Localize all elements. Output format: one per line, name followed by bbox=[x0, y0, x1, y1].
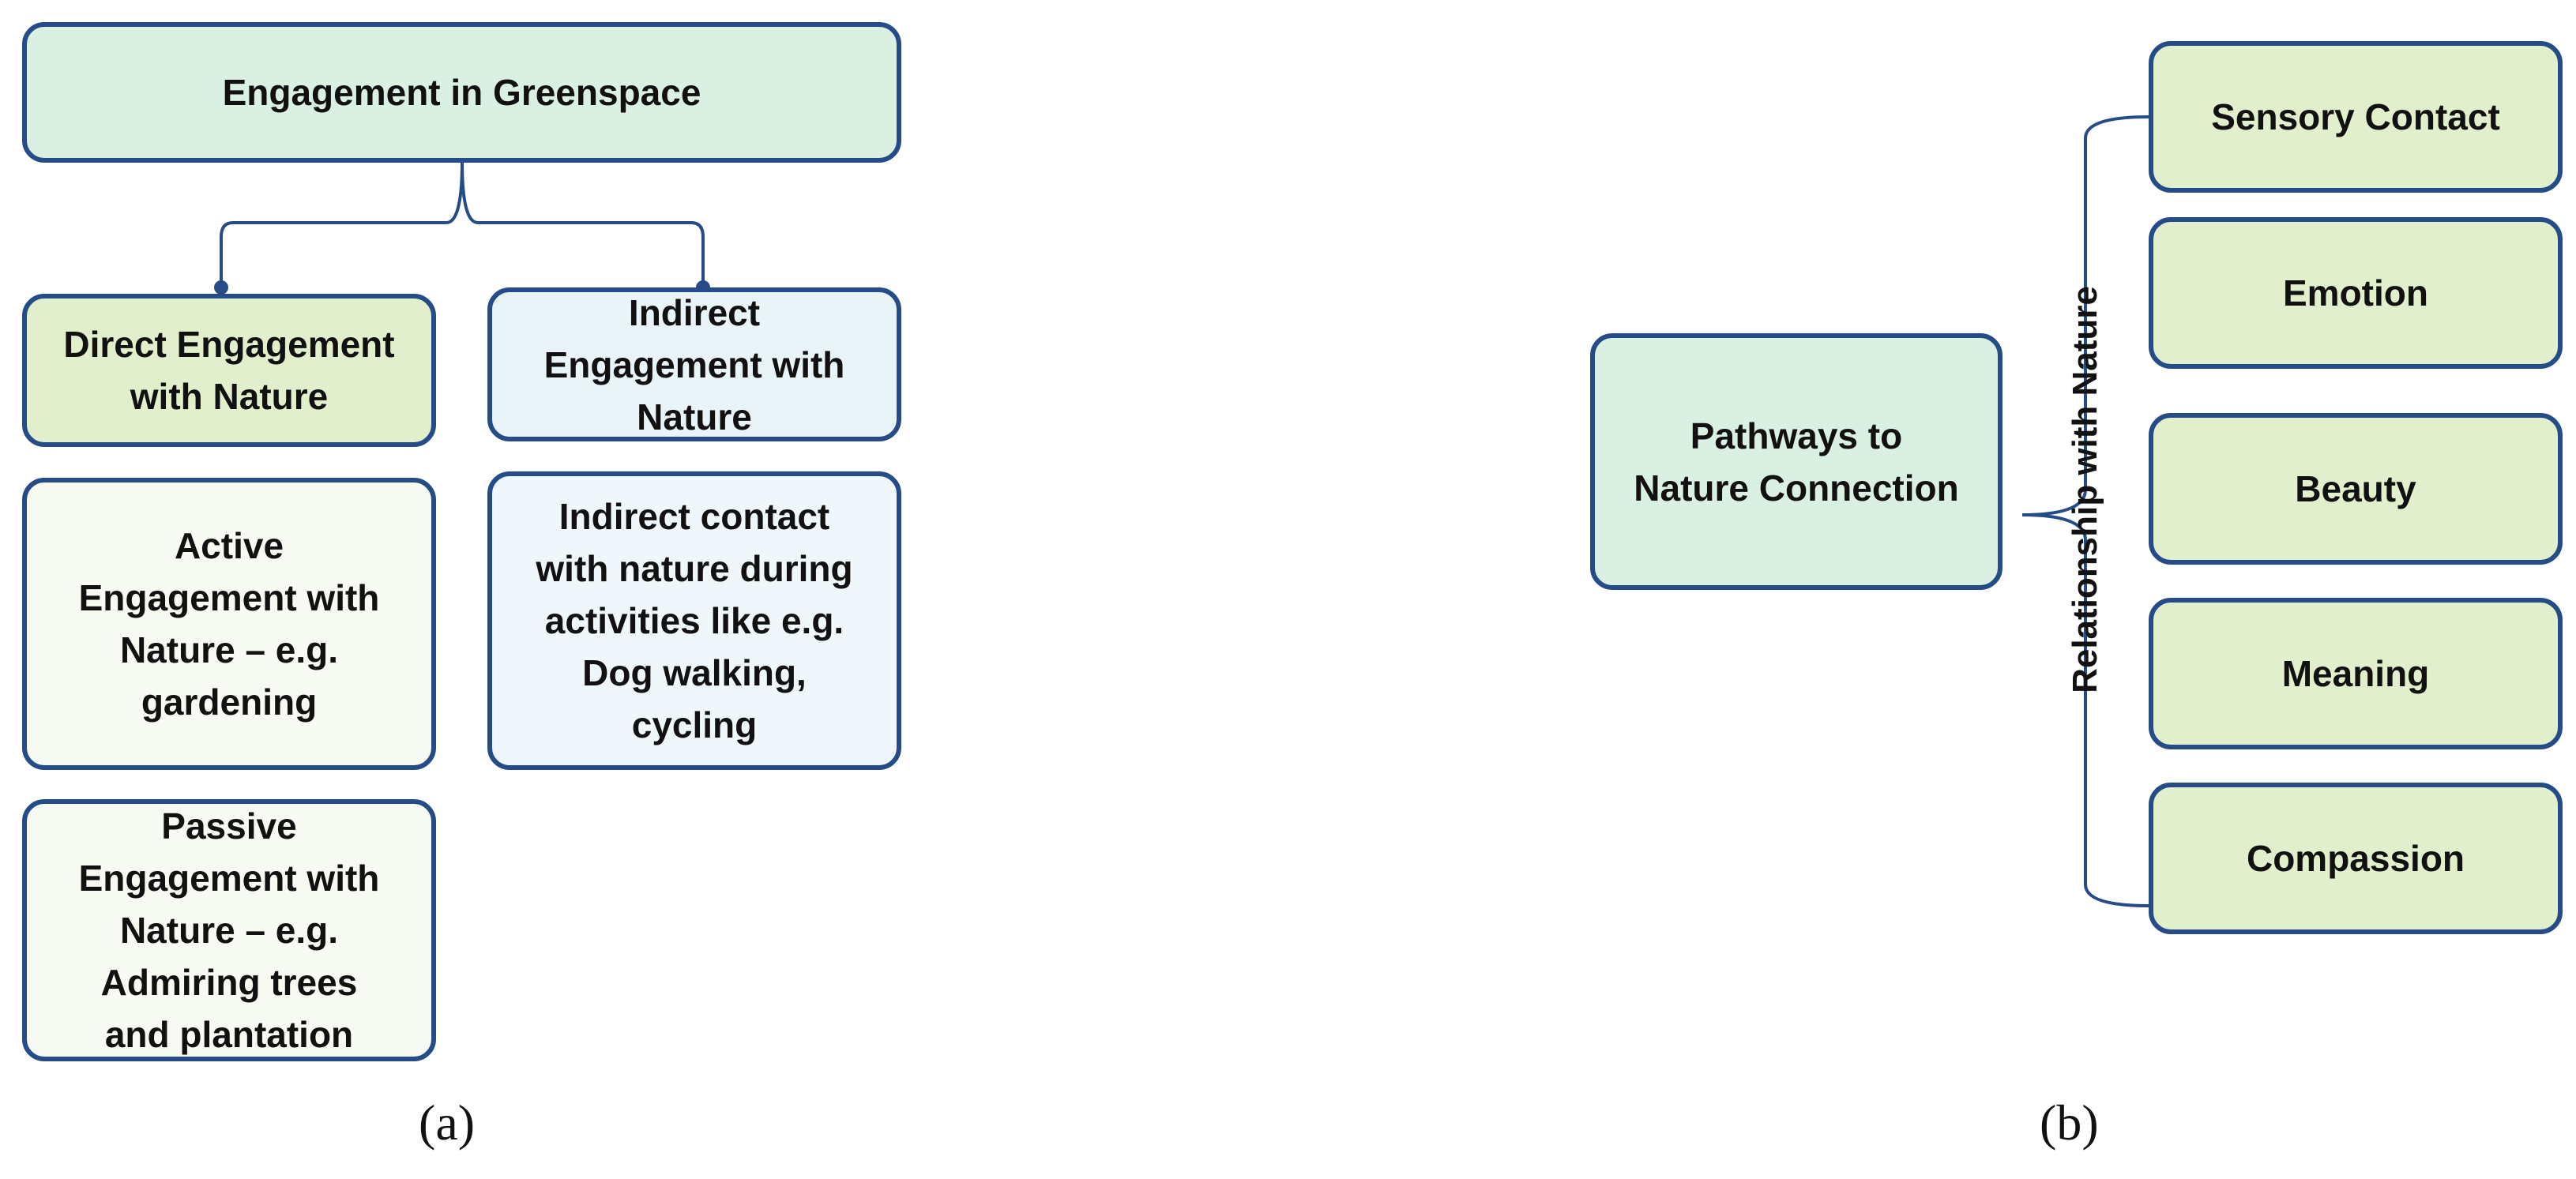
passive-engagement-label: Passive Engagement with Nature – e.g. Ad… bbox=[78, 805, 380, 1055]
pathway-item-emotion: Emotion bbox=[2149, 217, 2563, 369]
engagement-in-greenspace-box: Engagement in Greenspace bbox=[22, 22, 901, 163]
panel-b-label: (b) bbox=[2040, 1095, 2099, 1151]
relationship-with-nature-label: Relationship with Nature bbox=[2066, 286, 2104, 693]
pathway-item-label: Meaning bbox=[2281, 653, 2430, 694]
direct-engagement-label: Direct Engagement with Nature bbox=[63, 324, 395, 417]
pathway-item-beauty: Beauty bbox=[2149, 413, 2563, 565]
tree-connector bbox=[220, 161, 705, 286]
active-engagement-box: Active Engagement with Nature – e.g. gar… bbox=[22, 478, 436, 770]
passive-engagement-box: Passive Engagement with Nature – e.g. Ad… bbox=[22, 799, 436, 1061]
pathway-item-label: Compassion bbox=[2246, 838, 2465, 879]
pathway-item-label: Beauty bbox=[2295, 468, 2416, 509]
pathways-to-nature-connection-box: Pathways to Nature Connection bbox=[1590, 333, 2003, 590]
pathway-item-sensory-contact: Sensory Contact bbox=[2149, 41, 2563, 193]
pathway-item-meaning: Meaning bbox=[2149, 598, 2563, 749]
panel-a-label: (a) bbox=[419, 1095, 476, 1151]
indirect-engagement-box: Indirect Engagement with Nature bbox=[487, 287, 901, 441]
indirect-engagement-label: Indirect Engagement with Nature bbox=[543, 291, 845, 437]
connector-dot-direct bbox=[214, 280, 228, 295]
pathway-item-label: Emotion bbox=[2283, 272, 2428, 314]
indirect-contact-box: Indirect contact with nature during acti… bbox=[487, 471, 901, 770]
pathway-item-compassion: Compassion bbox=[2149, 783, 2563, 934]
pathway-item-label: Sensory Contact bbox=[2211, 96, 2500, 137]
active-engagement-label: Active Engagement with Nature – e.g. gar… bbox=[78, 525, 380, 723]
bracket-connector bbox=[2021, 115, 2149, 907]
indirect-contact-label: Indirect contact with nature during acti… bbox=[536, 496, 853, 745]
engagement-in-greenspace-label: Engagement in Greenspace bbox=[222, 72, 701, 113]
pathways-to-nature-connection-label: Pathways to Nature Connection bbox=[1634, 415, 1959, 509]
direct-engagement-box: Direct Engagement with Nature bbox=[22, 294, 436, 447]
